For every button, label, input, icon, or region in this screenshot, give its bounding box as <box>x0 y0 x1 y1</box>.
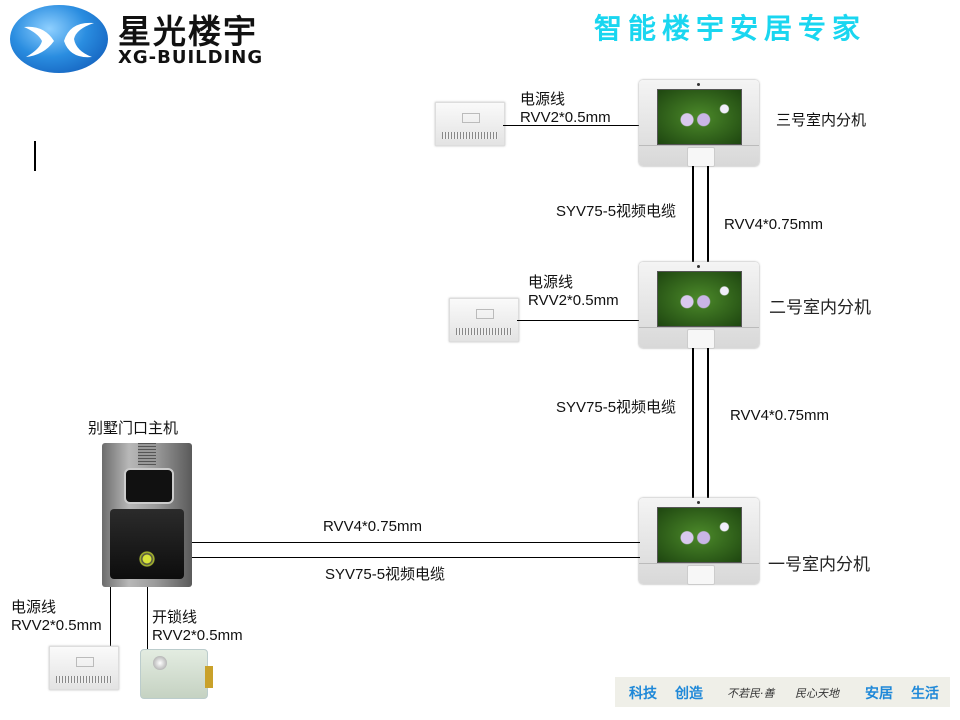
footer-signature-1: 不若民·善 <box>727 687 775 700</box>
camera-icon <box>124 468 174 504</box>
electric-lock <box>140 649 213 699</box>
power-wire-2 <box>517 320 640 321</box>
footer-signature-2: 民心天地 <box>795 687 839 700</box>
power-supply-door <box>49 646 119 690</box>
power-wire-3 <box>503 125 640 126</box>
power-spec-2: RVV2*0.5mm <box>528 292 619 309</box>
keypad-icon <box>687 147 715 167</box>
monitor-screen <box>657 271 742 327</box>
signal-cable-riser-2 <box>707 348 709 498</box>
riser-video-label-1: SYV75-5视频电缆 <box>556 203 677 220</box>
footer-text-1: 科技 <box>629 686 657 702</box>
keypad-icon <box>687 329 715 349</box>
power-supply-2 <box>449 298 519 342</box>
signal-cable-riser-1 <box>707 166 709 262</box>
keypad-icon <box>687 565 715 585</box>
indoor-monitor-1 <box>639 498 759 585</box>
power-label-2: 电源线 <box>528 274 574 291</box>
indoor-monitor-3 <box>639 80 759 167</box>
monitor-screen <box>657 507 742 563</box>
unlock-wire <box>147 587 148 649</box>
main-video-label: SYV75-5视频电缆 <box>325 566 446 583</box>
door-power-wire <box>110 587 111 647</box>
indoor-unit-label-2: 二号室内分机 <box>769 298 871 318</box>
riser-signal-label-2: RVV4*0.75mm <box>730 407 829 424</box>
footer-text-3: 安居 <box>865 686 893 702</box>
indoor-monitor-2 <box>639 262 759 349</box>
power-label-3: 电源线 <box>520 91 566 108</box>
main-video-cable <box>192 557 640 558</box>
video-cable-riser-1 <box>692 166 694 262</box>
footer-text-2: 创造 <box>675 686 703 702</box>
text-cursor <box>34 141 36 171</box>
door-power-spec: RVV2*0.5mm <box>11 617 102 634</box>
speaker-grill-icon <box>138 443 156 465</box>
door-station <box>102 443 192 587</box>
power-spec-3: RVV2*0.5mm <box>520 109 611 126</box>
unlock-label: 开锁线 <box>152 609 198 626</box>
logo-chinese: 星光楼宇 <box>118 12 258 51</box>
main-signal-label: RVV4*0.75mm <box>323 518 422 535</box>
indoor-unit-label-3: 三号室内分机 <box>776 112 867 129</box>
indoor-unit-label-1: 一号室内分机 <box>768 555 870 575</box>
door-station-label: 别墅门口主机 <box>88 420 179 437</box>
monitor-screen <box>657 89 742 145</box>
riser-video-label-2: SYV75-5视频电缆 <box>556 399 677 416</box>
main-signal-cable <box>192 542 640 543</box>
door-power-label: 电源线 <box>11 599 57 616</box>
riser-signal-label-1: RVV4*0.75mm <box>724 216 823 233</box>
slogan: 智能楼宇安居专家 <box>594 12 867 45</box>
footer-text-4: 生活 <box>911 686 939 702</box>
unlock-spec: RVV2*0.5mm <box>152 627 243 644</box>
logo-emblem <box>10 5 108 73</box>
logo-english: XG-BUILDING <box>118 47 264 68</box>
power-supply-3 <box>435 102 505 146</box>
call-button-icon <box>139 551 155 567</box>
xg-logo-icon <box>24 22 94 58</box>
video-cable-riser-2 <box>692 348 694 498</box>
footer-banner: 科技 创造 不若民·善 民心天地 安居 生活 <box>615 677 950 707</box>
